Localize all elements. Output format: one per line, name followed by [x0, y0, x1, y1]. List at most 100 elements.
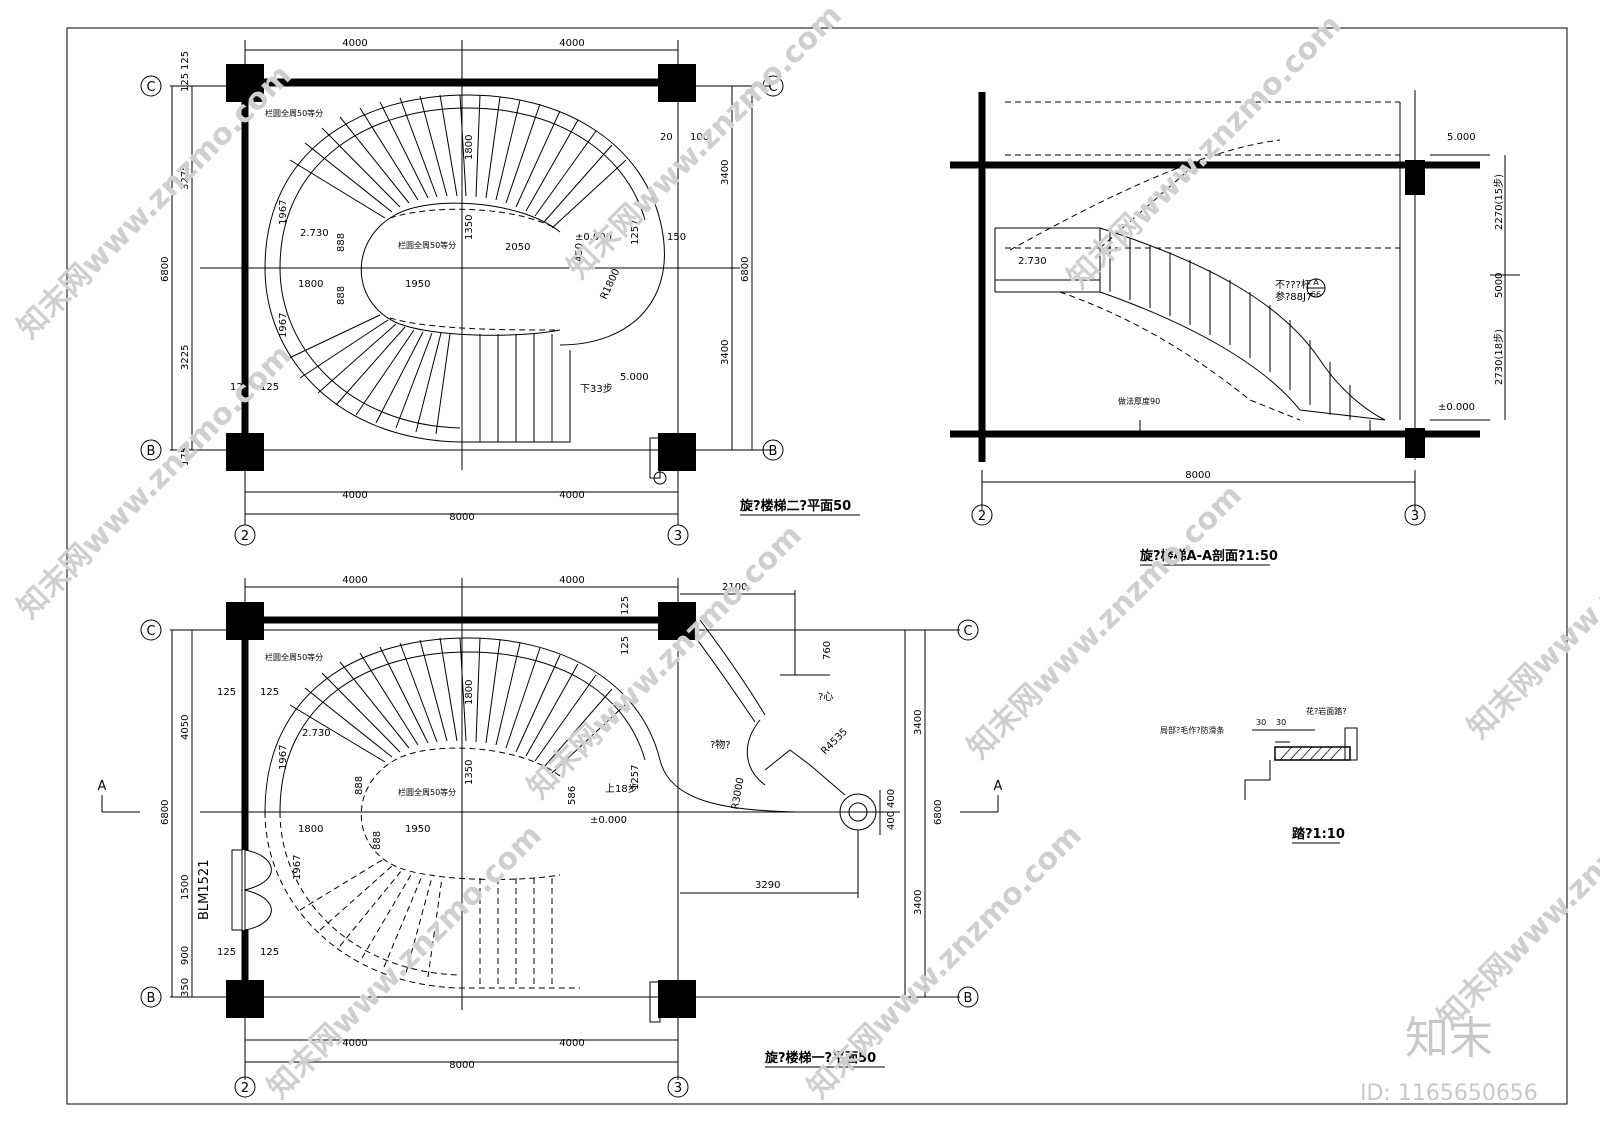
axis-b: B	[147, 444, 156, 459]
column	[658, 433, 696, 471]
drawing-title: 旋?楼梯二?平面50	[739, 498, 851, 514]
dim: 125	[180, 51, 191, 70]
elevation: ±0.000	[575, 232, 612, 243]
dim: 4050	[180, 715, 191, 740]
dim: 1967	[292, 855, 303, 880]
dim: 888	[336, 286, 347, 305]
note: 做法厚度90	[1118, 396, 1160, 406]
plan-2	[170, 40, 770, 525]
dim: 125	[217, 947, 236, 958]
note: ?心	[818, 691, 833, 703]
elevation: ±0.000	[590, 815, 627, 826]
dim: 400	[886, 789, 897, 808]
watermark: 知末网www.znzmo.com	[11, 338, 299, 626]
callout: A	[1313, 278, 1319, 287]
watermark: 知末网www.znzmo.com	[561, 0, 849, 286]
dim: 3290	[755, 880, 780, 891]
radius: R4535	[819, 726, 850, 757]
dim: 1950	[405, 824, 430, 835]
dim: 125	[230, 382, 249, 393]
watermark: 知末网www.znzmo.com	[261, 818, 549, 1106]
note: 栏圆全周50等分	[265, 652, 323, 662]
section-a-a	[950, 90, 1520, 510]
dim: 125	[260, 382, 279, 393]
dim: 888	[336, 233, 347, 252]
elevation: 2.730	[1018, 256, 1047, 267]
callout: 66	[1311, 290, 1321, 299]
dim: 3400	[720, 160, 731, 185]
dim: 4000	[559, 1038, 584, 1049]
dim: 6800	[160, 257, 171, 282]
elevation: 5.000	[620, 372, 649, 383]
dim: 8000	[1185, 470, 1210, 481]
section-labels: 5.000 2.730 ±0.000 2270(15步) 5000 2730(1…	[971, 132, 1505, 566]
dim: 6800	[933, 800, 944, 825]
dim: 4000	[342, 575, 367, 586]
note: 栏圆全周50等分	[398, 787, 456, 797]
section-mark: A	[98, 779, 107, 794]
dim: 1800	[298, 824, 323, 835]
dim: 125	[217, 687, 236, 698]
section-mark: A	[994, 779, 1003, 794]
elevation: 2.730	[300, 228, 329, 239]
dim: 2050	[505, 242, 530, 253]
dim: 3275	[180, 165, 191, 190]
axis-3: 3	[1411, 509, 1419, 524]
radius: R3000	[730, 777, 746, 811]
note: 栏圆全周50等分	[398, 240, 456, 250]
note: 参?88J7	[1275, 290, 1312, 303]
column	[658, 64, 696, 102]
dim: 100	[690, 132, 709, 143]
radius: R1800	[599, 267, 623, 301]
axis-b: B	[769, 444, 778, 459]
dim: 4000	[342, 490, 367, 501]
logo: 知末	[1405, 1013, 1493, 1064]
plan-1	[101, 578, 999, 1080]
dim: 125	[620, 636, 631, 655]
dim: 1800	[464, 135, 475, 160]
watermark: 知末网www.znzmo.com	[521, 518, 809, 806]
drawing-border	[66, 27, 1568, 1105]
dim: 3400	[913, 890, 924, 915]
axis-3: 3	[674, 1081, 682, 1096]
dim: 1967	[278, 745, 289, 770]
dim: 125	[180, 73, 191, 92]
door-label: BLM1521	[197, 860, 212, 920]
dim: 1800	[298, 279, 323, 290]
axis-2: 2	[978, 509, 986, 524]
axis-b: B	[147, 991, 156, 1006]
dim: 3225	[180, 345, 191, 370]
watermark: 知末网www.znzmo.com	[961, 478, 1249, 766]
dim: 1350	[464, 215, 475, 240]
dim: 6800	[160, 800, 171, 825]
dim: 1350	[464, 760, 475, 785]
watermark: 知末网www.znzmo.com	[1431, 748, 1600, 1036]
dim: 2730(18步)	[1493, 329, 1505, 385]
note: 不???杆	[1275, 279, 1311, 291]
dim-total: 8000	[449, 512, 474, 523]
dim: 175	[180, 447, 191, 466]
elevation: 2.730	[302, 728, 331, 739]
dim: 3400	[913, 710, 924, 735]
dim: 1257	[630, 220, 641, 245]
dim: 1800	[464, 680, 475, 705]
plan2-axes: C C B B 2 3	[140, 75, 784, 546]
dim: 1257	[630, 765, 641, 790]
dim: 5000	[1494, 273, 1505, 298]
elevation: 5.000	[1447, 132, 1476, 143]
axis-c: C	[963, 624, 972, 639]
stair-note: 下33步	[580, 383, 613, 395]
axis-c: C	[146, 80, 155, 95]
tread-detail: 局部?毛作?防滑条 花?岩面踏? 30 30 踏?1:10	[1160, 706, 1358, 844]
dim: 1967	[278, 313, 289, 338]
drawing-title: 旋?楼梯一?平面50	[764, 1050, 876, 1066]
dim: 1967	[278, 200, 289, 225]
plan1-axes: C C B B 2 3 A A	[98, 619, 1003, 1098]
watermark: 知末网www.znzmo.com	[1061, 8, 1349, 296]
dim: 4000	[559, 575, 584, 586]
stair-note: 上18步	[605, 783, 638, 795]
dim: 30	[1276, 718, 1286, 727]
axis-2: 2	[241, 529, 249, 544]
axis-b: B	[964, 991, 973, 1006]
dim: 586	[567, 786, 578, 805]
